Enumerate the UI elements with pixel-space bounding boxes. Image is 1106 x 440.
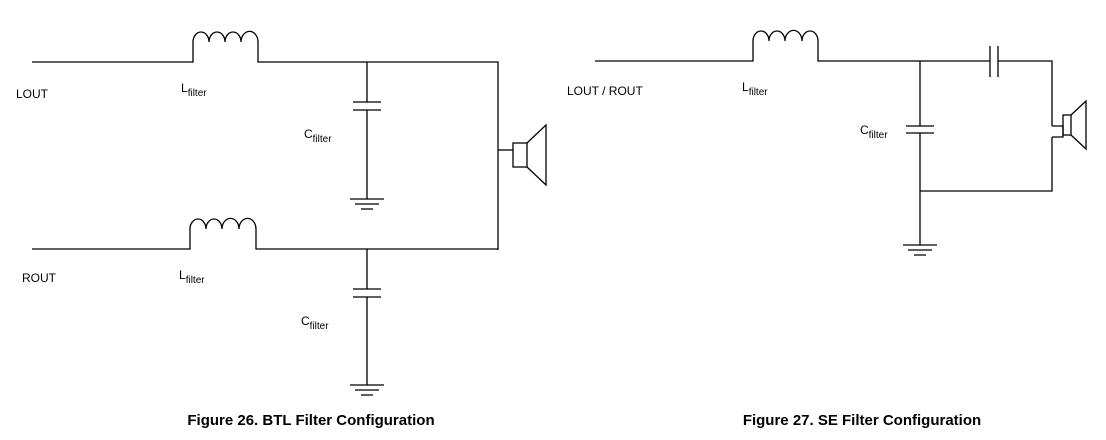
se-figure-caption: Figure 27. SE Filter Configuration [743,412,981,429]
se-series-capacitor [989,46,999,77]
se-main-wire [595,41,1053,192]
btl-top-inductor-label: Lfilter [181,81,207,99]
btl-bottom-ground-icon [350,384,384,396]
se-diagram: LOUT / ROUT Lfilter Cfilter Figure 27. S… [567,29,1087,429]
btl-bottom-inductor-label: Lfilter [179,268,205,286]
se-shunt-capacitor [906,61,934,245]
se-inductor-label: Lfilter [742,80,768,98]
btl-bottom-wire [32,229,498,250]
btl-top-capacitor [353,62,381,199]
btl-bottom-capacitor [353,249,381,385]
se-speaker-icon [1052,99,1087,151]
se-inductor [752,29,819,42]
se-input-label: LOUT / ROUT [567,84,643,98]
btl-bottom-inductor [189,217,257,230]
btl-rout-label: ROUT [22,271,57,285]
btl-speaker-icon [498,123,547,187]
se-capacitor-label: Cfilter [860,123,888,141]
btl-diagram: LOUT ROUT Lfilter Cfilter Lfilter Cfilte… [16,30,547,429]
btl-top-inductor [192,30,259,43]
btl-bottom-capacitor-label: Cfilter [301,314,329,332]
btl-top-capacitor-label: Cfilter [304,127,332,145]
btl-top-ground-icon [350,198,384,210]
btl-figure-caption: Figure 26. BTL Filter Configuration [187,412,434,429]
btl-lout-label: LOUT [16,87,49,101]
se-ground-icon [903,244,937,256]
btl-top-wire [32,42,499,250]
